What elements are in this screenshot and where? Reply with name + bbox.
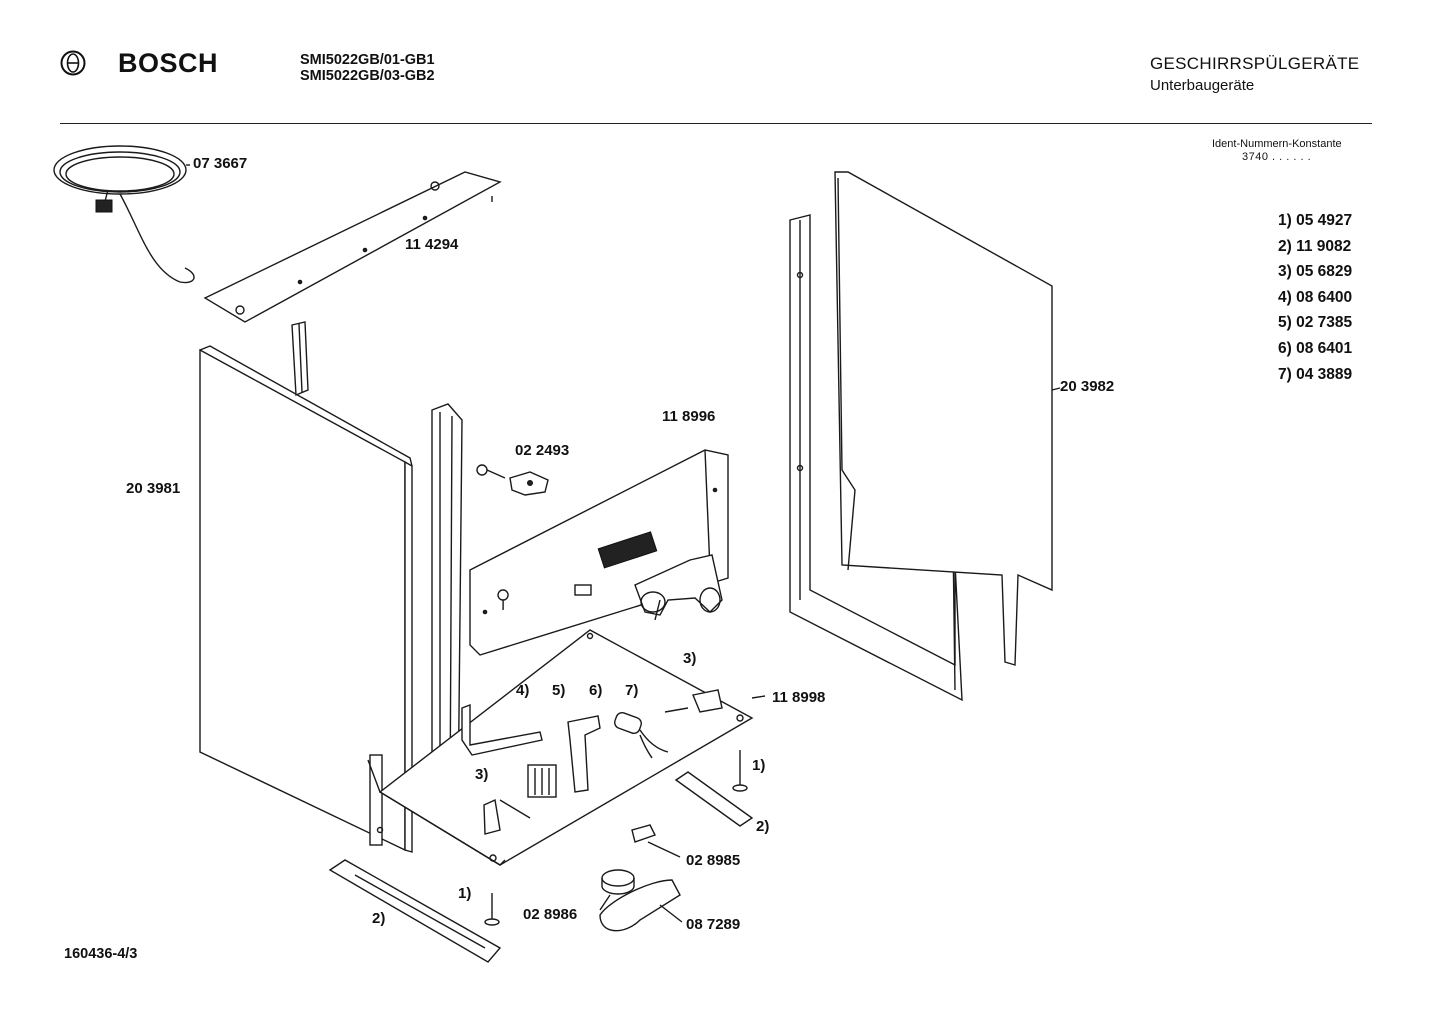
- drawing-number: 160436-4/3: [64, 946, 138, 962]
- part-label-left-side-panel: 20 3981: [126, 480, 181, 497]
- part-label-switch: 02 8985: [686, 852, 741, 869]
- left-side-panel-illustration: [199, 345, 413, 853]
- top-plate-illustration: [203, 171, 502, 323]
- callout-3-lower: 3): [475, 766, 489, 783]
- legend-item: 6) 08 6401: [1278, 339, 1353, 357]
- callout-1-left: 1): [458, 885, 472, 902]
- callout-3-upper: 3): [683, 650, 697, 667]
- ident-label: Ident-Nummern-Konstante: [1212, 138, 1342, 150]
- legend-item: 4) 08 6400: [1278, 288, 1353, 306]
- bracket-4-illustration: [461, 703, 543, 756]
- part-label-top-plate: 11 4294: [405, 236, 459, 253]
- callout-1-right: 1): [752, 757, 766, 774]
- bracket-3-illustration: [483, 689, 723, 835]
- category-title: GESCHIRRSPÜLGERÄTE: [1150, 54, 1360, 73]
- drain-elbow-illustration: [634, 554, 723, 616]
- rear-panel-illustration: [469, 449, 729, 656]
- float-switch-illustration: [599, 824, 681, 932]
- legend-item: 5) 02 7385: [1278, 314, 1353, 332]
- leader-lines: [186, 164, 1061, 923]
- legend-item: 7) 04 3889: [1278, 365, 1353, 383]
- capacitor-7-illustration: [614, 712, 669, 759]
- screw-clip-illustration: [476, 464, 549, 496]
- part-label-rear-panel: 11 8996: [662, 408, 716, 425]
- part-label-cable: 07 3667: [193, 155, 248, 172]
- brand-name: BOSCH: [118, 48, 219, 78]
- category-subtitle: Unterbaugeräte: [1150, 77, 1255, 94]
- callout-4: 4): [516, 682, 530, 699]
- ident-value: 3740 . . . . . .: [1242, 151, 1312, 163]
- parts-legend: 1) 05 4927 2) 11 9082 3) 05 6829 4) 08 6…: [1278, 208, 1352, 387]
- rear-upright-illustration: [291, 321, 309, 397]
- bracket-6-illustration: [567, 715, 601, 793]
- legend-item: 3) 05 6829: [1278, 263, 1353, 281]
- callout-7: 7): [625, 682, 639, 699]
- callout-5: 5): [552, 682, 566, 699]
- part-label-float-holder: 08 7289: [686, 916, 741, 933]
- callout-2-left: 2): [372, 910, 386, 927]
- model-number: SMI5022GB/03-GB2: [300, 68, 435, 84]
- callout-2-right: 2): [756, 818, 770, 835]
- adjusting-screw-illustration: [484, 750, 748, 926]
- right-side-panel-illustration: [834, 171, 1053, 666]
- model-number: SMI5022GB/01-GB1: [300, 52, 435, 68]
- terminal-block-5-illustration: [527, 764, 557, 798]
- bosch-logo-icon: [60, 50, 86, 76]
- power-cable-illustration: [53, 145, 195, 284]
- legend-item: 1) 05 4927: [1278, 212, 1353, 229]
- header-divider: [60, 123, 1372, 124]
- base-plate-illustration: [367, 629, 754, 866]
- model-numbers: SMI5022GB/01-GB1 SMI5022GB/03-GB2: [300, 52, 435, 84]
- part-label-right-side-panel: 20 3982: [1060, 378, 1115, 395]
- part-label-screw-clip: 02 2493: [515, 442, 570, 459]
- callout-6: 6): [589, 682, 603, 699]
- legend-item: 2) 11 9082: [1278, 237, 1352, 255]
- part-label-base-plate: 11 8998: [772, 689, 826, 706]
- foot-rail-illustration: [328, 771, 754, 963]
- part-label-float: 02 8986: [523, 906, 578, 923]
